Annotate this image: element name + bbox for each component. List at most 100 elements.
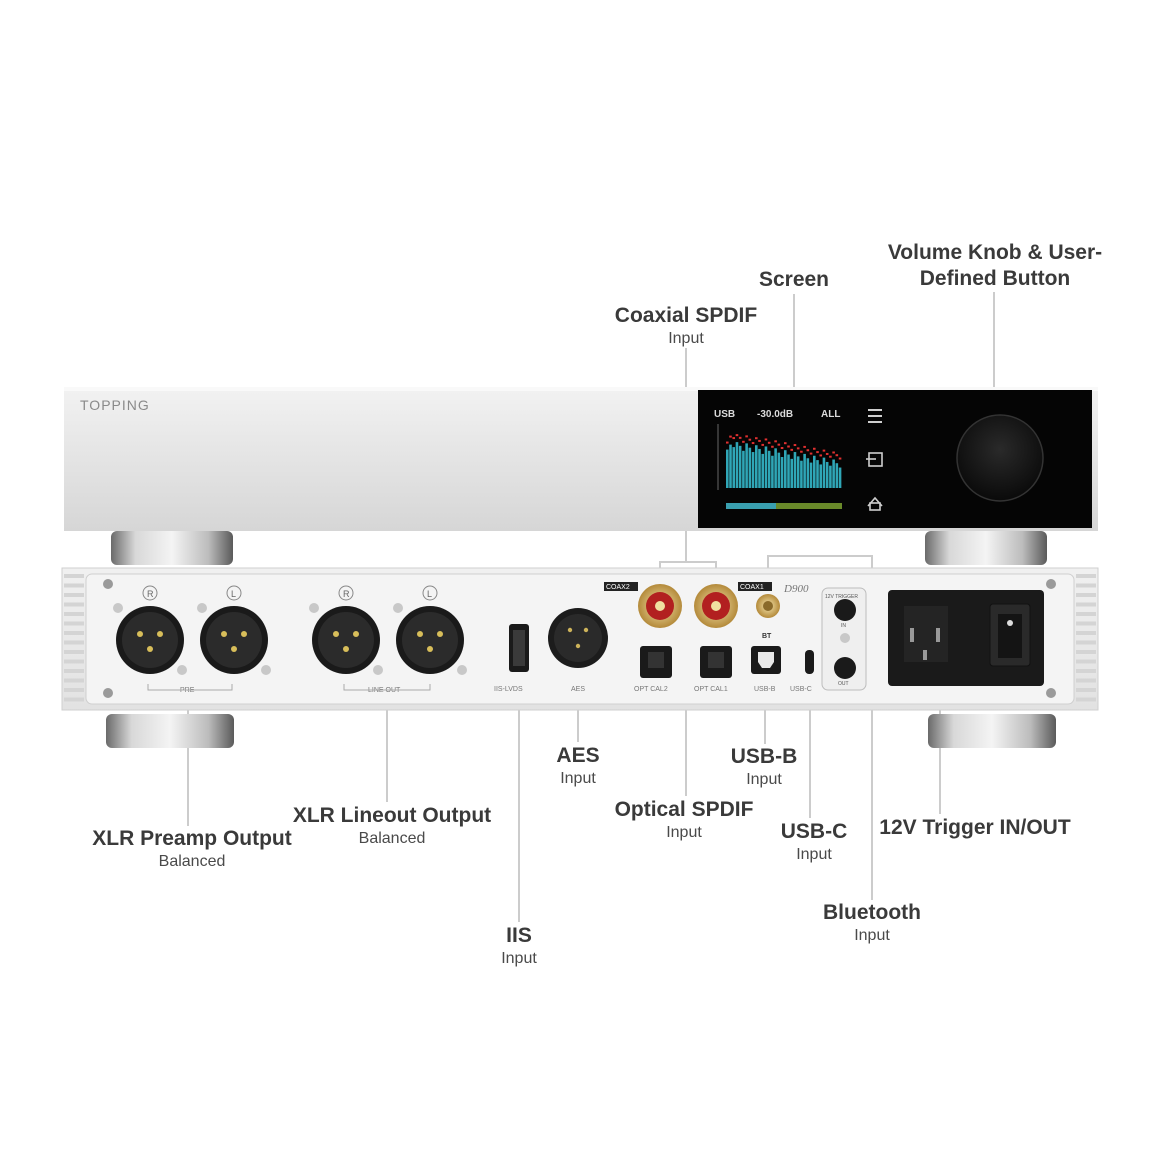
spectrum-peak <box>813 447 816 450</box>
spectrum-bar <box>796 456 800 488</box>
svg-text:USB-C: USB-C <box>790 686 812 693</box>
spectrum-peak <box>838 457 842 460</box>
spectrum-bars <box>717 424 842 490</box>
spectrum-peak <box>761 443 765 446</box>
spectrum-peak <box>748 438 752 441</box>
spectrum-bar <box>800 460 803 488</box>
spectrum-bar <box>751 452 755 488</box>
label-aes: AES Input <box>556 744 600 787</box>
spectrum-bar <box>761 453 765 488</box>
spectrum-bar <box>767 450 771 488</box>
label-iis: IIS Input <box>501 924 537 967</box>
spectrum-peak <box>742 440 745 443</box>
spectrum-peak <box>738 436 742 439</box>
svg-text:D900: D900 <box>783 583 809 595</box>
spectrum-bar <box>771 455 774 488</box>
volume-knob <box>956 414 1044 502</box>
spectrum-bar <box>835 463 839 488</box>
spectrum-peak <box>832 451 835 454</box>
spectrum-bar <box>787 454 790 488</box>
svg-text:AES: AES <box>571 686 585 693</box>
spectrum-peak <box>793 444 797 447</box>
label-coaxial: Coaxial SPDIF Input <box>614 304 758 347</box>
menu-icon <box>868 409 882 423</box>
label-xlr-lineout: XLR Lineout Output Balanced <box>292 804 492 847</box>
coax-inputs <box>638 584 738 628</box>
svg-text:12V TRIGGER: 12V TRIGGER <box>825 594 858 600</box>
spectrum-peak <box>774 440 777 443</box>
optical-inputs <box>640 646 732 678</box>
spectrum-peak <box>796 447 800 450</box>
spectrum-bar <box>829 465 832 488</box>
channel-label: L <box>427 589 432 599</box>
label-xlr-preamp: XLR Preamp Output Balanced <box>92 827 292 870</box>
spectrum-peak <box>780 447 784 449</box>
spectrum-peak <box>835 454 839 457</box>
spectrum-peak <box>758 439 761 442</box>
spectrum-bar <box>790 458 794 488</box>
svg-text:OUT: OUT <box>838 681 849 687</box>
spectrum-bar <box>838 467 842 488</box>
cooling-fins <box>64 574 1096 702</box>
spectrum-bar <box>819 464 823 488</box>
spectrum-peak <box>790 448 794 451</box>
spectrum-bar <box>803 453 806 488</box>
spectrum-bar <box>732 447 736 488</box>
spectrum-bar <box>742 450 745 488</box>
xlr-connector: R <box>113 585 187 675</box>
device-front-panel: TOPPING USB -30.0dB ALL <box>64 387 1098 531</box>
spectrum-peak <box>787 445 790 448</box>
spectrum-bar <box>755 445 758 488</box>
channel-label: R <box>147 589 154 599</box>
spectrum-peak <box>764 438 768 441</box>
bluetooth-antenna <box>756 594 780 618</box>
spectrum-peak <box>800 450 803 453</box>
svg-text:COAX1: COAX1 <box>740 584 764 591</box>
spectrum-bar <box>729 444 732 488</box>
spectrum-bar <box>784 450 787 488</box>
spectrum-bar <box>764 446 768 488</box>
spectrum-peak <box>771 445 774 448</box>
svg-text:ALL: ALL <box>821 409 840 420</box>
spectrum-peak <box>784 442 787 445</box>
label-volume-knob: Volume Knob & User- Defined Button <box>887 241 1103 290</box>
spectrum-bar <box>813 455 816 488</box>
xlr-connector: R <box>309 585 383 675</box>
trigger-ports <box>821 587 867 691</box>
spectrum-peak <box>806 449 810 452</box>
svg-text:OPT CAL2: OPT CAL2 <box>634 686 668 693</box>
spectrum-bar <box>825 461 829 488</box>
svg-text:BT: BT <box>762 633 772 640</box>
spectrum-peak <box>726 441 729 444</box>
spectrum-bar <box>735 442 739 488</box>
usb-b-port <box>751 646 781 674</box>
svg-text:USB: USB <box>714 409 735 420</box>
spectrum-bar <box>816 460 819 488</box>
svg-text:COAX2: COAX2 <box>606 584 630 591</box>
svg-text:USB-B: USB-B <box>754 686 776 693</box>
iis-port <box>509 624 529 672</box>
channel-label: R <box>343 589 350 599</box>
svg-text:IN: IN <box>841 623 846 629</box>
svg-text:-30.0dB: -30.0dB <box>757 409 793 420</box>
spectrum-peak <box>816 451 819 454</box>
device-feet-top <box>111 531 1047 565</box>
spectrum-peak <box>767 441 771 444</box>
svg-text:OPT CAL1: OPT CAL1 <box>694 686 728 693</box>
channel-label: L <box>231 589 236 599</box>
spectrum-peak <box>745 435 748 438</box>
spectrum-bar <box>780 457 784 488</box>
spectrum-peak <box>732 437 736 440</box>
spectrum-bar <box>774 448 777 488</box>
aes-port <box>548 608 608 668</box>
spectrum-bar <box>748 447 752 488</box>
spectrum-bar <box>809 462 813 488</box>
spectrum-peak <box>809 452 813 455</box>
spectrum-bar <box>738 445 742 488</box>
svg-text:IIS-LVDS: IIS-LVDS <box>494 686 523 693</box>
screws <box>103 579 1056 698</box>
spectrum-peak <box>829 455 832 458</box>
